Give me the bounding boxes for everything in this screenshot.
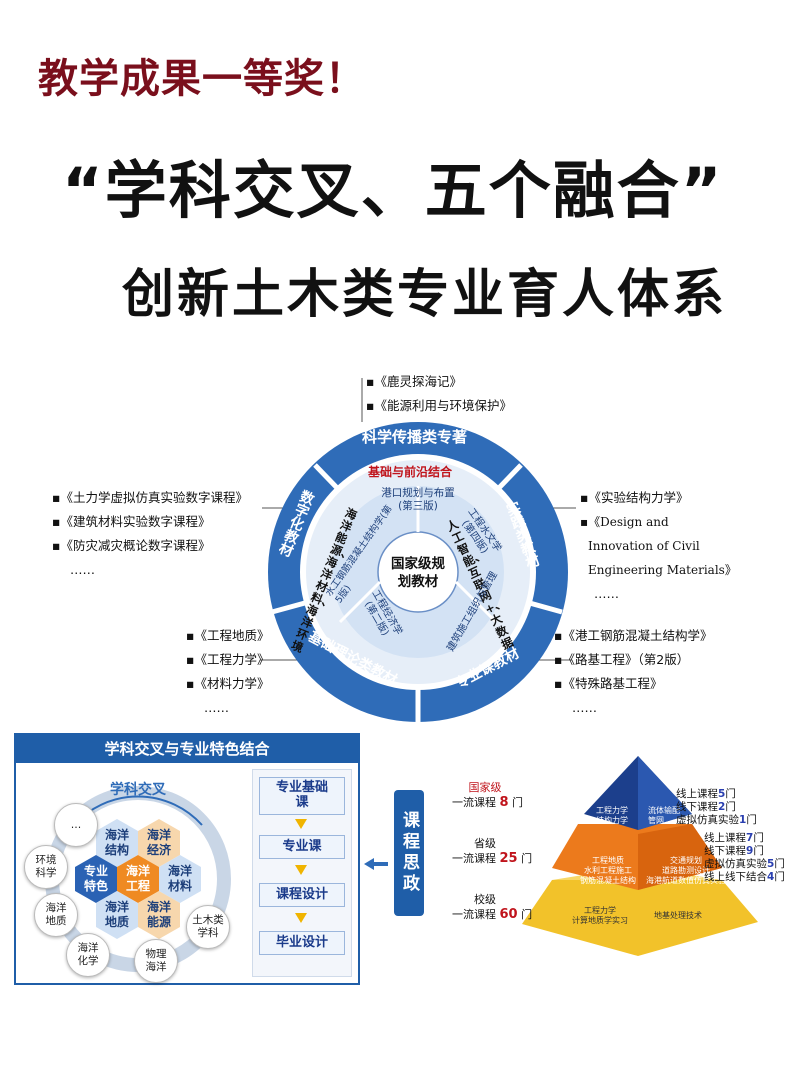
book-list-basic: ▪《工程地质》 ▪《工程力学》 ▪《材料力学》 …… bbox=[186, 624, 270, 720]
circle-marine-chemistry: 海洋 化学 bbox=[66, 933, 110, 977]
circle-civil-engineering: 土木类 学科 bbox=[186, 905, 230, 949]
book-list-top: ▪《鹿灵探海记》 ▪《能源利用与环境保护》 bbox=[366, 370, 512, 418]
flow-arrow bbox=[295, 819, 307, 829]
list-item: ▪《特殊路基工程》 bbox=[554, 676, 663, 691]
circle-more: … bbox=[54, 803, 98, 847]
subtitle: 创新土木类专业育人体系 bbox=[122, 265, 728, 325]
flow-graduation-design: 毕业设计 bbox=[259, 931, 345, 955]
stat-row: 线上课程5门 bbox=[676, 788, 736, 800]
list-item: ▪《建筑材料实验数字课程》 bbox=[52, 514, 211, 529]
wheel-center-line1: 国家级规 bbox=[391, 556, 445, 572]
arrow-shaft bbox=[374, 862, 388, 866]
stat-row: 线下课程2门 bbox=[676, 801, 736, 813]
list-item: …… bbox=[70, 562, 95, 577]
list-item: ▪《土力学虚拟仿真实验数字课程》 bbox=[52, 490, 248, 505]
list-item: Innovation of Civil bbox=[588, 539, 700, 553]
list-item: ▪《工程地质》 bbox=[186, 628, 270, 643]
core-book-port: 港口规划与布置 (第三版) bbox=[378, 487, 458, 513]
main-title: “学科交叉、五个融合” bbox=[62, 154, 724, 227]
flow-course-design: 课程设计 bbox=[259, 883, 345, 907]
course-pyramid bbox=[522, 756, 758, 956]
book-list-professional: ▪《港工钢筋混凝土结构学》 ▪《路基工程》（第2版） ▪《特殊路基工程》 …… bbox=[554, 624, 713, 720]
level-national-title: 国家级 bbox=[468, 781, 502, 794]
pyramid-top-text-right: 流体输配管网 bbox=[648, 806, 680, 825]
hex-ocean-geology: 海洋 地质 bbox=[96, 891, 138, 939]
stat-row: 线上线下结合4门 bbox=[704, 871, 785, 883]
pyramid-base-text: 工程力学计算地质学实习 bbox=[572, 906, 628, 925]
circle-physical-ocean: 物理 海洋 bbox=[134, 939, 178, 983]
flow-arrow bbox=[295, 913, 307, 923]
pyramid-mid-text-right: 交通规划道路勘测设计海港航道数值仿真实验 bbox=[646, 856, 726, 885]
flow-arrow bbox=[295, 865, 307, 875]
list-item: ▪《路基工程》（第2版） bbox=[554, 652, 690, 667]
ideology-label: 课程思政 bbox=[394, 790, 424, 916]
hex-ocean-energy: 海洋 能源 bbox=[138, 891, 180, 939]
flow-basic-course: 专业基础 课 bbox=[259, 777, 345, 815]
stat-row: 虚拟仿真实验1门 bbox=[676, 814, 757, 826]
level-provincial-title: 省级 bbox=[474, 837, 496, 850]
level-school-count: 一流课程 60 门 bbox=[452, 907, 533, 922]
award-title: 教学成果一等奖！ bbox=[38, 56, 366, 102]
list-item: Engineering Materials》 bbox=[588, 563, 737, 577]
wheel-center: 国家级规 划教材 bbox=[383, 555, 453, 591]
level-school-title: 校级 bbox=[474, 893, 496, 906]
segment-science-popular: 科学传播类专著 bbox=[362, 428, 468, 446]
circle-marine-geology: 海洋 地质 bbox=[34, 893, 78, 937]
pyramid-top-text: 工程力学结构力学 bbox=[596, 806, 628, 825]
list-item: …… bbox=[572, 700, 597, 715]
list-item: ▪《Design and bbox=[580, 515, 669, 529]
stats-provincial: 线上课程7门 线下课程9门 虚拟仿真实验5门 线上线下结合4门 bbox=[704, 832, 785, 884]
wheel-center-line2: 划教材 bbox=[397, 574, 439, 590]
list-item: ▪《材料力学》 bbox=[186, 676, 270, 691]
level-provincial: 省级 一流课程 25 门 bbox=[452, 836, 533, 866]
list-item: …… bbox=[594, 586, 619, 601]
book-list-practice: ▪《实验结构力学》 ▪《Design and Innovation of Civ… bbox=[580, 486, 737, 606]
arrow-left-icon bbox=[364, 858, 374, 870]
panel-title: 学科交叉与专业特色结合 bbox=[16, 735, 358, 763]
stat-row: 虚拟仿真实验5门 bbox=[704, 858, 785, 870]
inner-foundation-frontier: 基础与前沿结合 bbox=[368, 465, 453, 479]
level-national-count: 一流课程 8 门 bbox=[452, 795, 524, 810]
list-item: ▪《工程力学》 bbox=[186, 652, 270, 667]
textbook-wheel bbox=[260, 378, 576, 725]
book-list-digital: ▪《土力学虚拟仿真实验数字课程》 ▪《建筑材料实验数字课程》 ▪《防灾减灾概论数… bbox=[52, 486, 248, 582]
list-item: ▪《实验结构力学》 bbox=[580, 490, 689, 505]
flow-professional-course: 专业课 bbox=[259, 835, 345, 859]
cross-discipline-panel: 学科交叉与专业特色结合 学科交叉 海洋 结构 海洋 经济 专业 特色 海洋 工程… bbox=[14, 733, 360, 985]
pyramid-mid-text: 工程地质水利工程施工钢筋混凝土结构 bbox=[580, 856, 636, 885]
cross-label: 学科交叉 bbox=[110, 782, 166, 798]
level-provincial-count: 一流课程 25 门 bbox=[452, 851, 533, 866]
stats-national: 线上课程5门 线下课程2门 虚拟仿真实验1门 bbox=[676, 788, 757, 827]
level-school: 校级 一流课程 60 门 bbox=[452, 892, 533, 922]
list-item: ▪《港工钢筋混凝土结构学》 bbox=[554, 628, 713, 643]
stat-row: 线下课程9门 bbox=[704, 845, 764, 857]
level-national: 国家级 一流课程 8 门 bbox=[452, 780, 524, 810]
list-item: ▪《鹿灵探海记》 bbox=[366, 374, 462, 389]
core-book-port-title: 港口规划与布置 bbox=[381, 487, 455, 499]
list-item: …… bbox=[204, 700, 229, 715]
list-item: ▪《防灾减灾概论数字课程》 bbox=[52, 538, 211, 553]
core-book-port-edition: (第三版) bbox=[398, 500, 438, 512]
stat-row: 线上课程7门 bbox=[704, 832, 764, 844]
pyramid-base-text-right: 地基处理技术 bbox=[654, 911, 702, 920]
list-item: ▪《能源利用与环境保护》 bbox=[366, 398, 512, 413]
circle-env-science: 环境 科学 bbox=[24, 845, 68, 889]
